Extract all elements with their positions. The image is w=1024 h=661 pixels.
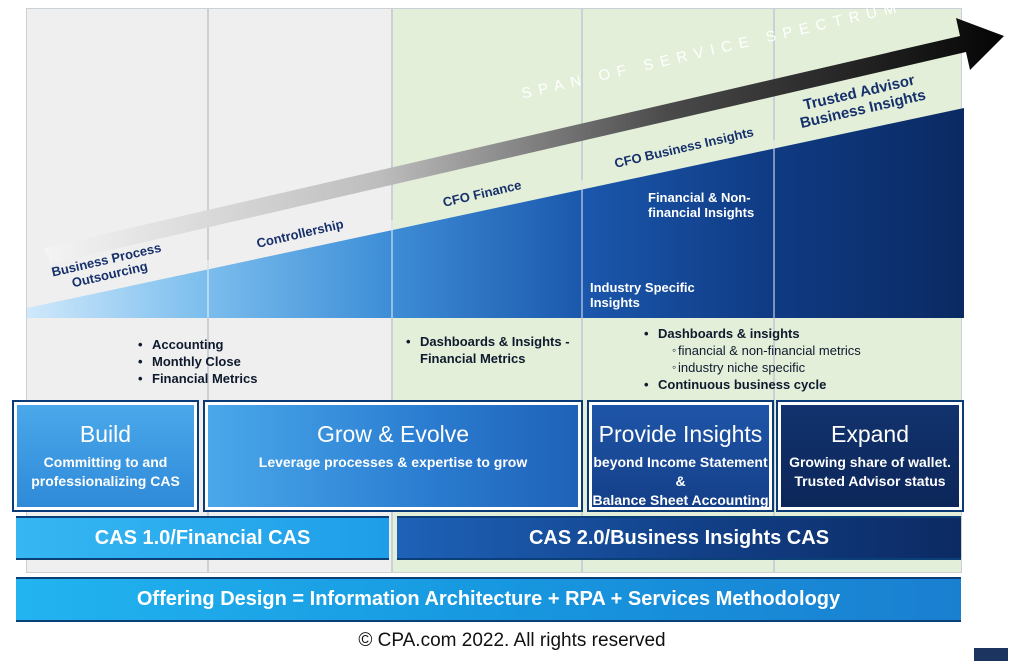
phase-grow-sub1: Leverage processes & expertise to grow (258, 454, 528, 470)
phase-grow-evolve: Grow & Evolve Leverage processes & exper… (203, 400, 583, 512)
list-item: Continuous business cycle (642, 376, 942, 393)
list-subitem: industry niche specific (642, 359, 942, 376)
bullets-cfo-finance: Dashboards & Insights - Financial Metric… (404, 333, 574, 367)
phase-expand-sub2: Trusted Advisor status (794, 473, 946, 489)
bullets-business-insights: Dashboards & insights financial & non-fi… (642, 325, 942, 393)
list-item: Accounting (136, 336, 316, 353)
band-offering-design: Offering Design = Information Architectu… (16, 577, 961, 622)
bullets-financial-cas: Accounting Monthly Close Financial Metri… (136, 336, 316, 387)
phase-expand-sub1: Growing share of wallet. (789, 454, 951, 470)
spectrum-arrow (44, 18, 1004, 264)
stage-label-industry-specific: Industry Specific Insights (590, 280, 695, 310)
phase-build: Build Committing to and professionalizin… (12, 400, 199, 512)
copyright: © CPA.com 2022. All rights reserved (358, 630, 666, 651)
phase-expand: Expand Growing share of wallet. Trusted … (776, 400, 964, 512)
phase-build-sub2: professionalizing CAS (31, 473, 180, 489)
phase-expand-title: Expand (830, 421, 909, 447)
corner-mark (974, 648, 1008, 661)
phase-build-title: Build (79, 421, 132, 447)
list-item: Financial Metrics (136, 370, 316, 387)
band-cas-1: CAS 1.0/Financial CAS (16, 516, 389, 560)
list-item: Dashboards & Insights - Financial Metric… (404, 333, 574, 367)
list-subitem: financial & non-financial metrics (642, 342, 942, 359)
list-item: Monthly Close (136, 353, 316, 370)
phase-provide-title: Provide Insights (598, 421, 763, 447)
phase-build-sub1: Committing to and (43, 454, 168, 470)
band-cas-2: CAS 2.0/Business Insights CAS (397, 516, 961, 560)
phase-grow-title: Grow & Evolve (316, 421, 470, 447)
phase-provide-sub1: beyond Income Statement & (593, 454, 768, 489)
stage-label-financial-non-financial: Financial & Non-financial Insights (648, 190, 755, 220)
spectrum-wedge (27, 108, 964, 318)
list-item: Dashboards & insights (642, 325, 942, 342)
phase-provide-insights: Provide Insights beyond Income Statement… (587, 400, 774, 512)
phase-provide-sub2: Balance Sheet Accounting (592, 492, 769, 508)
